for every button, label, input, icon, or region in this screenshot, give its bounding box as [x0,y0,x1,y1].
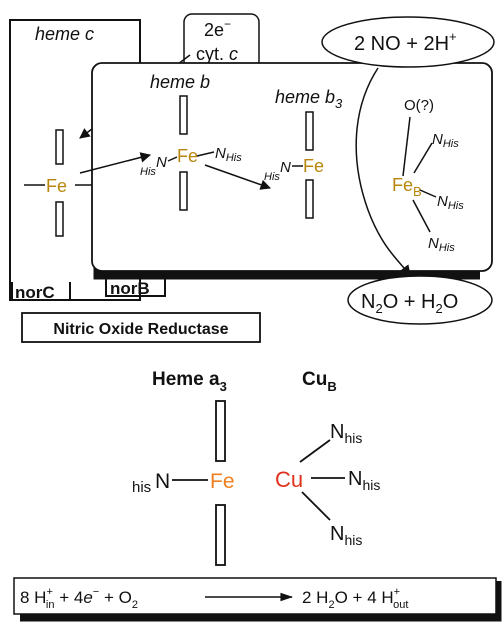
norc-label: norC [15,283,55,302]
fe-b-o-bond [402,116,411,177]
heme-b3-his: His [264,171,280,183]
fe-b-bond-2 [419,189,437,198]
heme-a3-his-sub: his [132,479,151,496]
reaction-curve-arrow [355,67,411,276]
equation-box [13,577,497,615]
fe-b-his-2: NHis [437,193,464,212]
heme-a3-n: N [155,470,170,493]
heme-b-iron: Fe [177,146,198,166]
heme-c-label: heme c [35,24,94,44]
heme-b-n-left: N [156,154,167,171]
heme-b3-label: heme b3 [275,87,343,111]
heme-c-iron: Fe [46,176,67,196]
cu-b-label: CuB [302,369,337,394]
oxygen-label: O(?) [404,97,434,114]
heme-b-his-left: His [140,166,156,178]
norb-box [91,62,493,272]
reactant-ellipse [321,16,495,68]
cu-bond-3 [301,491,331,521]
heme-b-bond-left [167,156,178,162]
heme-b-label: heme b [150,72,210,92]
heme-b-n-right: NHis [215,145,242,164]
fe-b-bond-1 [413,142,433,174]
arrow-heme-b-to-b3 [204,164,271,190]
heme-a3-label: Heme a3 [152,369,227,394]
cu-his-3: Nhis [330,523,362,548]
title-box [21,312,261,343]
title-label: Nitric Oxide Reductase [53,321,228,338]
heme-b3-iron: Fe [303,156,324,176]
heme-a3-slab-bottom [215,504,226,566]
reactant-label: 2 NO + 2H+ [354,29,457,55]
heme-b-slab-top [179,95,188,135]
product-ellipse [347,275,493,325]
heme-b-slab-bottom [179,171,188,211]
product-label: N2O + H2O [361,291,458,316]
cu-his-1: Nhis [330,421,362,446]
cyt-c-electrons: 2e− [204,17,231,40]
heme-c-slab-bottom [55,201,64,237]
equation-right: 2 H2O + 4 H+out [302,586,408,611]
heme-b-bond-right [196,151,215,157]
heme-a3-slab-top [215,400,226,462]
fe-b-bond-3 [412,199,431,233]
cu-his-2: Nhis [348,468,380,493]
heme-b3-slab-top [305,111,314,151]
heme-a3-iron: Fe [210,470,235,493]
arrow-heme-c-to-b [79,152,152,174]
cu-b-copper: Cu [275,467,303,492]
cu-bond-1 [299,439,331,463]
heme-b3-n: N [280,159,291,176]
fe-b-his-3: NHis [428,235,455,254]
cyt-c-name: cyt. c [196,44,238,64]
equation-left: 8 H+in + 4e− + O2 [20,586,138,611]
heme-b3-slab-bottom [305,179,314,219]
fe-b-iron: FeB [392,175,422,199]
heme-c-slab-top [55,129,64,165]
norc-tab [11,282,71,301]
norb-tab [105,278,166,297]
fe-b-his-1: NHis [432,131,459,150]
norb-label: norB [110,279,150,298]
equation-box-shadow [20,581,502,622]
